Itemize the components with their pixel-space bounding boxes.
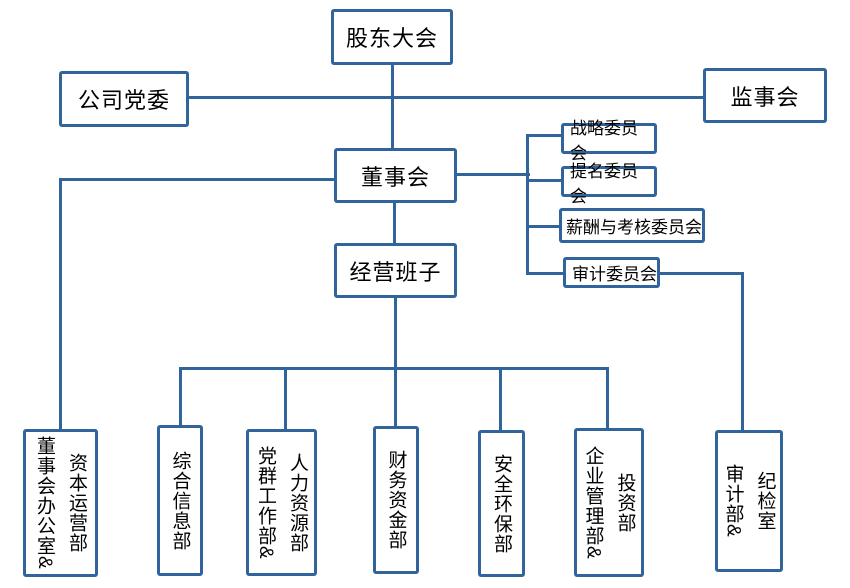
node-label: 战略委员会 — [570, 118, 638, 163]
connector-line — [59, 178, 62, 430]
connector-line — [499, 367, 502, 431]
node-label: 安全环保部 — [488, 433, 515, 574]
node-shareholders-meeting: 股东大会 — [331, 9, 453, 65]
connector-line — [179, 367, 182, 426]
connector-line — [526, 225, 560, 228]
node-supervisory-board: 监事会 — [703, 68, 827, 123]
connector-line — [526, 272, 564, 275]
connector-line — [526, 179, 562, 182]
node-label-column: 综合信息部 — [169, 450, 191, 551]
node-label-column: 党群工作部& — [255, 445, 276, 560]
node-label: 党群工作部& 人力资源部 — [252, 432, 311, 573]
node-label: 审计部& 纪检室 — [720, 433, 779, 569]
node-label-column: 企业管理部& — [582, 445, 604, 560]
node-label: 公司党委 — [77, 88, 170, 113]
node-party-mass-hr-dept: 党群工作部& 人力资源部 — [246, 429, 317, 576]
node-label: 提名委员会 — [570, 161, 638, 206]
connector-line — [59, 178, 335, 181]
node-nomination-committee: 提名委员会 — [561, 162, 657, 206]
connector-line — [393, 202, 396, 244]
node-strategy-committee: 战略委员会 — [561, 119, 657, 163]
node-board-office-capital-operations-dept: 董事会办公室& 资本运营部 — [23, 429, 98, 577]
node-label: 综合信息部 — [167, 428, 194, 573]
node-safety-environment-dept: 安全环保部 — [478, 430, 525, 577]
node-label: 财务资金部 — [383, 429, 410, 571]
connector-line — [526, 134, 529, 275]
node-label: 薪酬与考核委员会 — [566, 218, 702, 237]
node-label-column: 资本运营部 — [66, 453, 87, 553]
connector-line — [179, 367, 609, 370]
node-label: 经营班子 — [349, 259, 442, 285]
node-label-column: 纪检室 — [754, 471, 776, 531]
connector-line — [659, 272, 744, 275]
node-label: 监事会 — [730, 84, 800, 110]
connector-line — [456, 173, 530, 176]
node-general-information-dept: 综合信息部 — [157, 425, 203, 576]
node-audit-discipline-dept: 审计部& 纪检室 — [715, 430, 783, 572]
node-board-of-directors: 董事会 — [334, 148, 457, 203]
connector-line — [394, 297, 397, 427]
node-label-column: 董事会办公室& — [34, 436, 55, 570]
node-label-column: 人力资源部 — [287, 452, 308, 553]
node-audit-committee: 审计委员会 — [563, 257, 660, 288]
node-label: 股东大会 — [345, 26, 438, 51]
node-label-column: 财务资金部 — [385, 450, 407, 550]
node-management-team: 经营班子 — [334, 243, 457, 298]
connector-line — [284, 367, 287, 430]
node-label-column: 安全环保部 — [491, 453, 512, 554]
node-label-column: 投资部 — [614, 472, 636, 533]
node-company-party-committee: 公司党委 — [59, 71, 189, 127]
node-label: 董事会办公室& 资本运营部 — [31, 432, 90, 574]
node-remuneration-assessment-committee: 薪酬与考核委员会 — [559, 208, 705, 243]
connector-line — [391, 64, 394, 149]
connector-line — [606, 367, 609, 429]
node-label: 审计委员会 — [572, 265, 657, 284]
node-label: 董事会 — [360, 164, 430, 190]
node-finance-treasury-dept: 财务资金部 — [373, 426, 419, 574]
connector-line — [741, 272, 744, 431]
connector-line — [189, 96, 703, 99]
connector-line — [526, 134, 562, 137]
node-label-column: 审计部& — [722, 464, 744, 538]
node-enterprise-mgmt-investment-dept: 企业管理部& 投资部 — [574, 428, 644, 577]
node-label: 企业管理部& 投资部 — [580, 431, 639, 574]
